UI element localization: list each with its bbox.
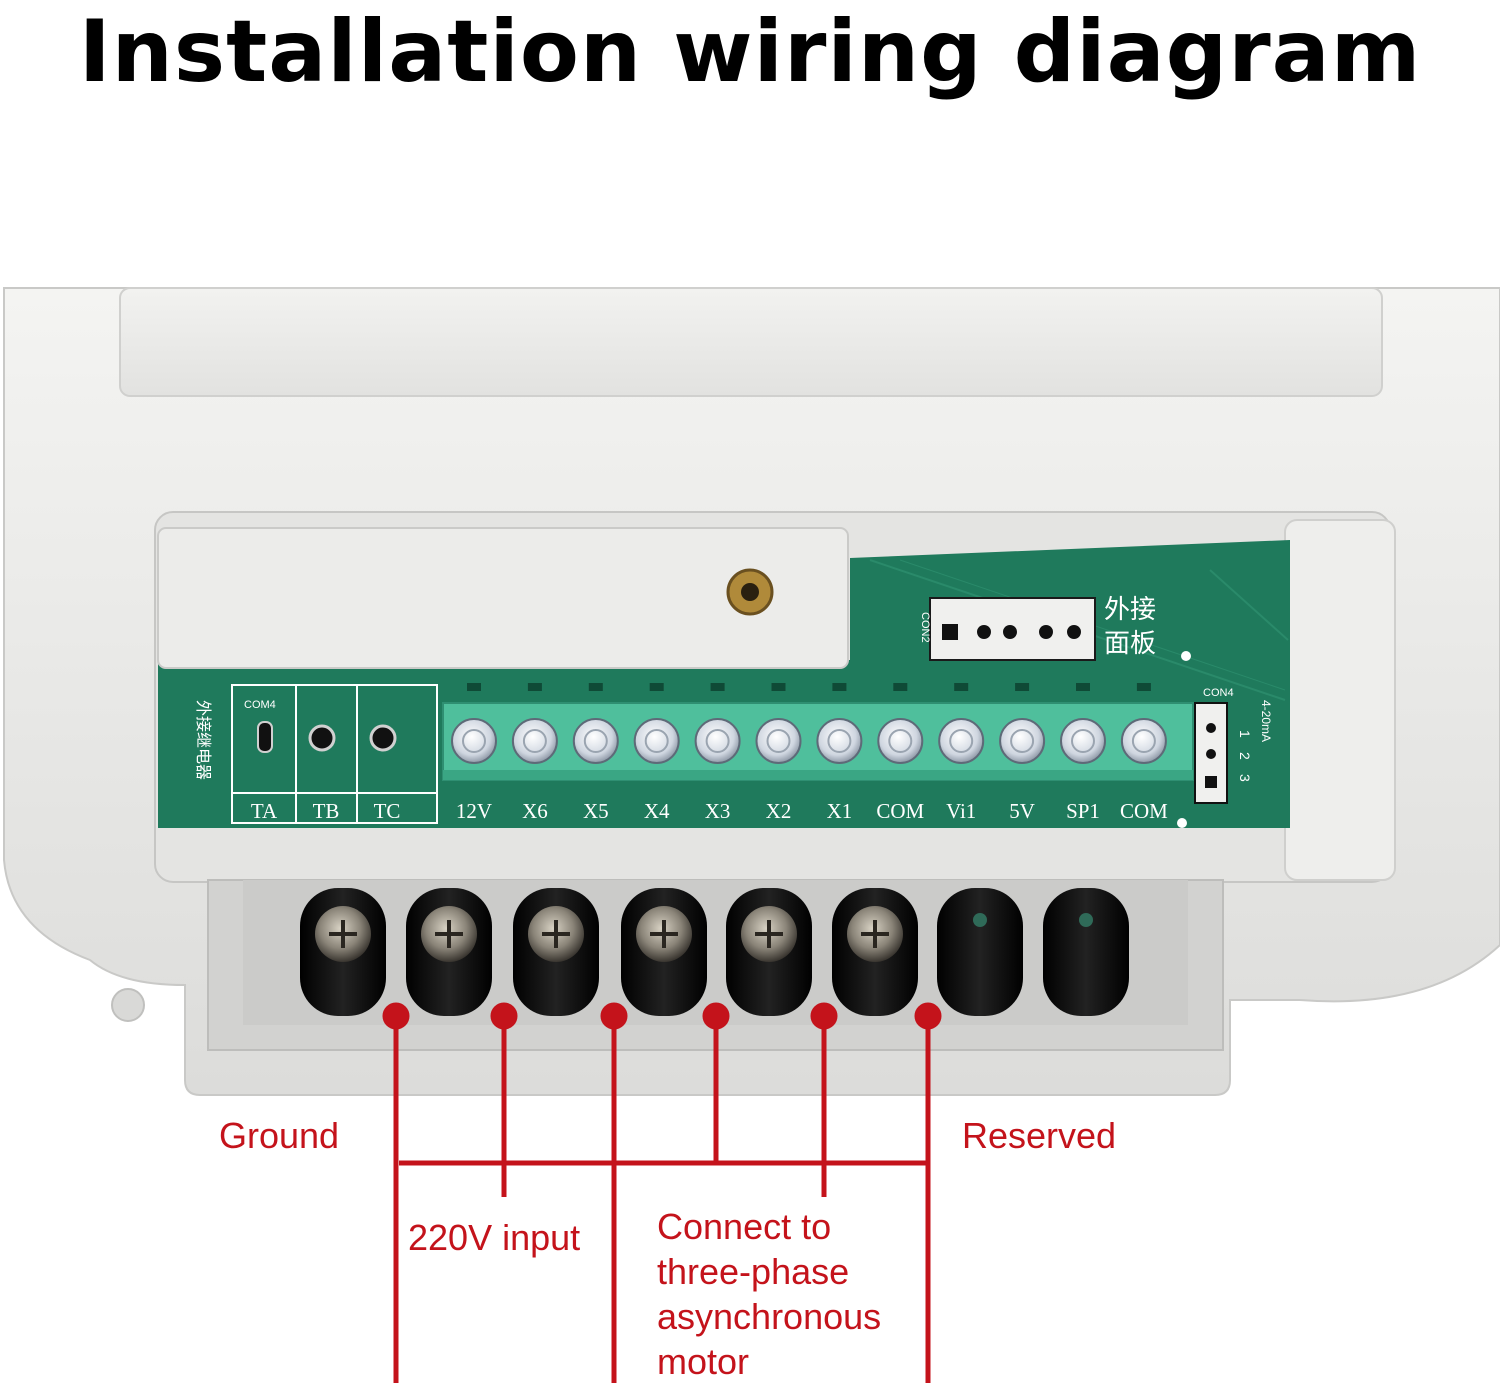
screw-head-icon [1071,729,1095,753]
terminal-slot-mark [954,683,969,691]
screw-head-icon [1131,729,1156,753]
relay-terminal-label: TC [374,799,401,823]
terminal-slot-mark [1076,683,1090,691]
relay-terminal-label: TA [251,799,278,823]
slot-indicator-icon [973,913,987,927]
relay-header: COM4 [244,699,276,711]
analog-pin-label: 3 [1237,774,1253,782]
terminal-screw-icon [755,718,802,764]
terminal-slot-mark [893,683,908,691]
motor-label: Connect to three-phase asynchronous moto… [657,1204,881,1384]
terminal-screw-icon [816,718,863,764]
control-terminal-label: X4 [644,799,670,823]
screw-head-icon [1010,729,1035,753]
control-terminal-label: X3 [705,799,731,823]
control-terminal-label: X2 [766,799,792,823]
screw-head-icon [583,729,608,753]
motor-label-line: three-phase [657,1251,850,1292]
screw-head-icon [766,729,791,753]
relay-side-text: 外接继电器 [194,700,213,780]
input-label: 220V input [408,1217,581,1258]
control-pcb [157,527,1290,828]
terminal-screw-icon [633,718,680,764]
terminal-slot-mark [832,683,847,691]
terminal-slot-mark [588,683,603,691]
motor-label-line: asynchronous [657,1296,882,1337]
wiring-lines [382,1002,942,1383]
screw-head-icon [705,729,730,753]
reserved-label: Reserved [962,1115,1117,1156]
control-terminal-label: SP1 [1066,799,1100,823]
connector-pin [1039,625,1053,639]
terminal-slot-mark [1136,683,1151,691]
screw-head-icon [644,729,669,753]
terminal-slot-mark [649,683,664,691]
terminal-screw-icon [1060,718,1106,764]
power-terminal-block [207,879,1224,1051]
connector-pin [977,625,991,639]
motor-label-line: Connect to [657,1206,832,1247]
terminal-screw-icon [451,718,497,764]
panel-text-1: 外接 [1104,595,1156,625]
terminal-screw-icon [877,718,924,764]
terminal-screw-icon [1120,718,1167,764]
terminal-slot-mark [527,683,542,691]
control-terminal-label: Vi1 [946,799,976,823]
control-terminal-label: 5V [1009,799,1035,823]
analog-connector: CON4 4-20mA 1 2 3 [1177,687,1273,828]
control-terminal-label: X1 [827,799,853,823]
relay-terminal-label: TB [313,799,340,823]
screw-head-icon [888,729,913,753]
page-title: Installation wiring diagram [78,2,1422,102]
analog-text: 4-20mA [1259,700,1273,742]
control-terminal-label: COM [876,799,924,823]
connector-pin [1003,625,1017,639]
terminal-screw-icon [572,718,619,764]
screw-head-icon [827,729,852,753]
panel-connector: CON2 外接 面板 [919,595,1191,661]
terminal-slot-mark [1015,683,1030,691]
terminal-screw-icon [511,718,558,764]
wire-terminal-dot [600,1002,628,1030]
screw-head-icon [462,729,486,753]
terminal-screw-icon [999,718,1046,764]
terminal-slot-mark [467,683,481,691]
analog-pin-label: 2 [1237,752,1253,760]
power-terminal-slot [1043,888,1129,1016]
screw-head-icon [949,729,974,753]
wire-terminal-dot [914,1002,942,1030]
relay-pin [369,724,397,752]
wire-terminal-dot [702,1002,730,1030]
ground-label: Ground [219,1115,340,1156]
connector-pin [1067,625,1081,639]
power-terminal-slot [937,888,1023,1016]
wire-terminal-dot [490,1002,518,1030]
wire-terminal-dot [382,1002,410,1030]
panel-text-2: 面板 [1104,629,1156,659]
terminal-slot-mark [771,683,786,691]
relay-pin [257,721,273,753]
relay-pin [308,724,336,752]
connector-pin [942,624,958,640]
slot-indicator-icon [1079,913,1093,927]
terminal-screw-icon [938,718,985,764]
control-terminal-label: COM [1120,799,1168,823]
con4-code: CON4 [1203,687,1234,699]
motor-label-line: motor [657,1341,750,1382]
relay-terminal-block: COM4 外接继电器 TA TB TC [194,684,438,824]
control-terminal-label: 12V [456,799,492,823]
con2-code: CON2 [919,612,931,643]
wire-terminal-dot [810,1002,838,1030]
analog-pin-label: 1 [1237,730,1253,738]
terminal-screw-icon [694,718,741,764]
screw-head-icon [522,729,547,753]
control-terminal-label: X6 [522,799,548,823]
terminal-slot-mark [710,683,725,691]
control-terminal-label: X5 [583,799,609,823]
control-terminal-block: 12V X6 X5 X4 X3 X2 X1 COM Vi1 5V SP1 COM [442,683,1194,823]
